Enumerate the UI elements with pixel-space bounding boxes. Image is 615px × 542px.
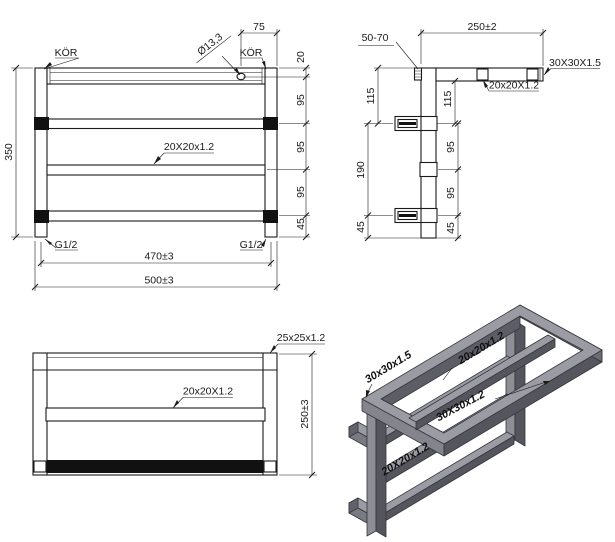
front-rail-end-left — [33, 460, 47, 473]
post-cross-section — [419, 161, 438, 178]
mounting-hole — [236, 72, 246, 81]
frame-size-label: 25x25x1.2 — [277, 332, 326, 344]
dim-45-right: 45 — [445, 222, 457, 234]
dim-95-right-a: 95 — [445, 141, 457, 153]
post-cross-section — [419, 115, 438, 132]
dim-250-2: 250±2 — [467, 21, 496, 33]
dim-115-inner: 115 — [442, 90, 454, 107]
middle-bar — [45, 407, 266, 422]
kor-left-label: KÖR — [55, 47, 78, 59]
dim-470: 470±3 — [144, 251, 173, 263]
side-view: 50-70 250±2 30X30X1.5 20x20X1.2 115 190 … — [355, 21, 601, 242]
top-tube — [46, 67, 266, 85]
front-rail — [47, 460, 263, 473]
dim-95-right-b: 95 — [445, 187, 457, 199]
arm-size-label: 30X30X1.5 — [549, 57, 601, 69]
weld-plate — [34, 117, 49, 130]
front-bar-size-label: 20X20x1.2 — [164, 141, 214, 153]
front-rail-end-right — [263, 460, 277, 473]
dim-500: 500±3 — [144, 275, 173, 287]
dim-95-c: 95 — [295, 186, 307, 198]
arm-cross-section — [476, 68, 489, 81]
dim-115-left: 115 — [365, 87, 377, 104]
thread-left-label: G1/2 — [55, 239, 78, 251]
near-post — [366, 402, 377, 537]
weld-plate — [263, 210, 278, 223]
dim-95-b: 95 — [295, 141, 307, 153]
far-post — [505, 320, 516, 447]
arm-cross-section — [526, 68, 539, 81]
top-frame — [361, 304, 603, 457]
weld-plate — [34, 210, 49, 223]
middle-bar-size-label: 20x20X1.2 — [183, 386, 233, 398]
post-cross-section — [419, 207, 438, 224]
dim-50-70: 50-70 — [362, 32, 389, 44]
dim-20: 20 — [295, 51, 307, 63]
bar-row2 — [46, 118, 266, 130]
bar-row4 — [46, 210, 266, 222]
dim-45: 45 — [295, 218, 307, 230]
thread-right-label: G1/2 — [240, 239, 263, 251]
dim-250-3: 250±3 — [299, 399, 311, 428]
frame-middle-bar — [408, 334, 556, 431]
cross-size-label: 20x20X1.2 — [489, 80, 539, 92]
weld-plate — [263, 117, 278, 130]
dim-75: 75 — [253, 21, 265, 33]
wall-post — [420, 67, 437, 239]
top-arm — [435, 67, 544, 82]
far-post-side — [514, 320, 526, 447]
top-view: 25x25x1.2 20x20X1.2 250±3 — [32, 332, 326, 479]
dim-45-left: 45 — [355, 221, 367, 233]
dim-350: 350 — [3, 143, 15, 161]
kor-right-label: KÖR — [240, 47, 263, 59]
dim-190: 190 — [355, 161, 367, 179]
dim-95-a: 95 — [295, 94, 307, 106]
bar-row3 — [46, 164, 266, 176]
